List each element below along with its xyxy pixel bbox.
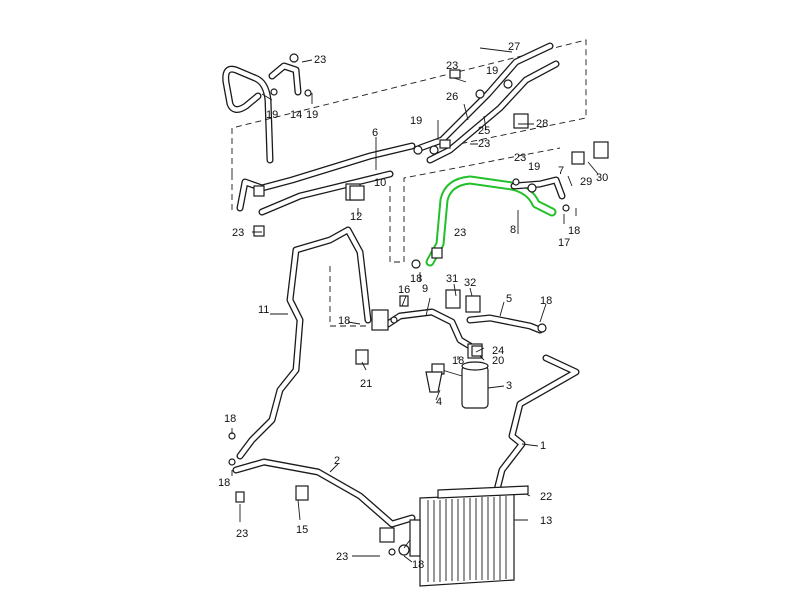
callout-6: 6 — [372, 127, 378, 139]
callout-11: 11 — [258, 304, 269, 316]
callout-31: 31 — [446, 273, 458, 285]
callout-20: 20 — [492, 355, 504, 367]
highlighted-hose-part-8 — [425, 175, 557, 267]
callout-15: 15 — [296, 524, 308, 536]
callout-27: 27 — [508, 41, 520, 53]
callout-19-c: 19 — [410, 115, 422, 127]
callout-10: 10 — [374, 177, 386, 189]
switch-parts-31-32 — [445, 289, 481, 313]
callout-23-g: 23 — [236, 528, 248, 540]
callout-9: 9 — [422, 283, 428, 295]
callout-18-e: 18 — [452, 355, 464, 367]
callout-32: 32 — [464, 277, 476, 289]
callout-23-c: 23 — [478, 138, 490, 150]
callout-23-h: 23 — [336, 551, 348, 563]
callout-24: 24 — [492, 345, 504, 357]
callout-1: 1 — [540, 440, 546, 452]
callout-3: 3 — [506, 380, 512, 392]
callout-18-b: 18 — [568, 225, 580, 237]
callout-18-c: 18 — [540, 295, 552, 307]
refrigerant-line-center — [371, 308, 547, 359]
callout-23-d: 23 — [514, 152, 526, 164]
callout-16: 16 — [398, 284, 410, 296]
callout-12: 12 — [350, 211, 362, 223]
callout-23-e: 23 — [454, 227, 466, 239]
callout-21: 21 — [360, 378, 372, 390]
refrigerant-line-assembly-right — [413, 42, 560, 164]
callout-19-d: 19 — [486, 65, 498, 77]
callout-22: 22 — [540, 491, 552, 503]
callout-18-d: 18 — [338, 315, 350, 327]
leader-lines — [231, 47, 599, 563]
callouts: 1 2 3 4 5 6 7 8 9 10 11 12 13 14 15 16 1… — [218, 41, 608, 571]
callout-30: 30 — [596, 172, 608, 184]
callout-19-a: 19 — [266, 109, 278, 121]
callout-26: 26 — [446, 91, 458, 103]
callout-19-e: 19 — [528, 161, 540, 173]
callout-25: 25 — [478, 125, 490, 137]
callout-17: 17 — [558, 237, 570, 249]
callout-18-f: 18 — [224, 413, 236, 425]
callout-18-a: 18 — [410, 273, 422, 285]
switch-parts-29-30 — [571, 141, 609, 165]
refrigerant-line-lower — [232, 458, 416, 528]
callout-28: 28 — [536, 118, 548, 130]
condenser — [409, 485, 529, 587]
callout-4: 4 — [436, 396, 442, 408]
callout-8: 8 — [510, 224, 516, 236]
callout-18-h: 18 — [412, 559, 424, 571]
callout-23-a: 23 — [314, 54, 326, 66]
callout-2: 2 — [334, 455, 340, 467]
callout-14: 14 — [290, 109, 302, 121]
callout-13: 13 — [540, 515, 552, 527]
callout-23-b: 23 — [446, 60, 458, 72]
callout-5: 5 — [506, 293, 512, 305]
receiver-drier — [431, 361, 489, 409]
callout-18-g: 18 — [218, 477, 230, 489]
callout-29: 29 — [580, 176, 592, 188]
callout-19-b: 19 — [306, 109, 318, 121]
callout-7: 7 — [558, 165, 564, 177]
callout-23-f: 23 — [232, 227, 244, 239]
